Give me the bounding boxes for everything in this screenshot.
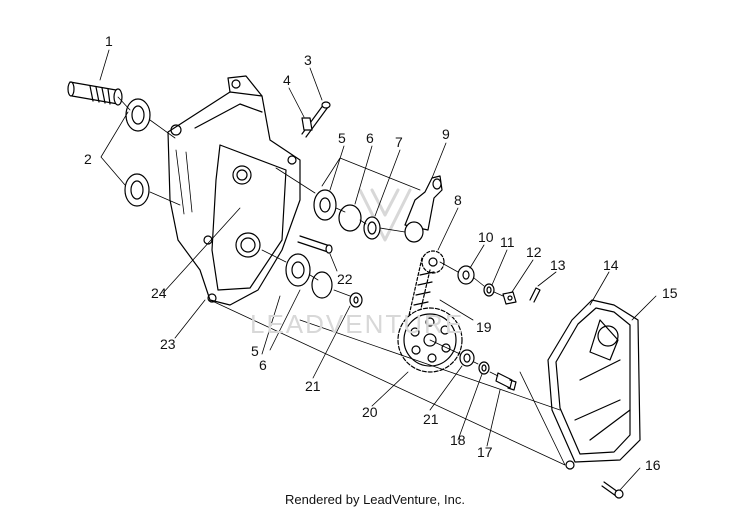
bolt-17-part <box>495 372 517 391</box>
snap-ring-lower <box>311 271 333 299</box>
callout-22: 22 <box>337 271 353 287</box>
washer-small-part <box>483 283 495 297</box>
assembly-lines <box>117 96 566 466</box>
callout-3: 3 <box>304 52 312 68</box>
callout-10: 10 <box>478 229 494 245</box>
tensioner-arm-part <box>404 175 443 243</box>
callout-labels: 1 2 3 4 5 6 7 9 8 10 11 12 13 14 15 16 1… <box>84 33 678 473</box>
small-sprocket-part <box>421 250 445 274</box>
shaft-part <box>67 81 123 106</box>
callout-18: 18 <box>450 432 466 448</box>
cotter-pin-part <box>529 287 541 303</box>
callout-1: 1 <box>105 33 113 49</box>
footer-credit: Rendered by LeadVenture, Inc. <box>285 492 465 507</box>
callout-17: 17 <box>477 444 493 460</box>
callout-12: 12 <box>526 244 542 260</box>
callout-15: 15 <box>662 285 678 301</box>
washer-part <box>457 265 475 285</box>
bearing-lower <box>285 253 311 287</box>
nut-small-part <box>502 291 517 305</box>
callout-16: 16 <box>645 457 661 473</box>
screw-16-part <box>601 481 624 499</box>
snap-ring-upper <box>338 204 362 232</box>
callout-5-b: 5 <box>251 343 259 359</box>
nut-part <box>301 117 313 131</box>
leader-lines <box>99 49 657 491</box>
chaincase-cover-part <box>547 299 641 470</box>
callout-2: 2 <box>84 151 92 167</box>
bearing-upper <box>313 189 337 221</box>
callout-24: 24 <box>151 285 167 301</box>
bolt-part <box>301 101 331 138</box>
callout-4: 4 <box>283 72 291 88</box>
callout-8: 8 <box>454 192 462 208</box>
callout-7: 7 <box>395 134 403 150</box>
seal-lower <box>124 173 150 207</box>
callout-14: 14 <box>603 257 619 273</box>
seal-upper <box>125 98 151 132</box>
callout-21-a: 21 <box>305 378 321 394</box>
watermark-logo <box>358 188 412 242</box>
washer-18-part <box>478 361 490 375</box>
callout-6: 6 <box>366 130 374 146</box>
callout-11: 11 <box>500 234 515 250</box>
callout-9: 9 <box>442 126 450 142</box>
dowel-pin-part <box>297 235 333 254</box>
callout-6-b: 6 <box>259 357 267 373</box>
callout-21-b: 21 <box>423 411 439 427</box>
callout-13: 13 <box>550 257 566 273</box>
callout-23: 23 <box>160 336 176 352</box>
callout-19: 19 <box>476 319 492 335</box>
chaincase-housing <box>167 75 301 306</box>
spacer-part <box>363 216 381 240</box>
washer-21-lower <box>459 349 475 367</box>
washer-21-upper <box>349 292 363 308</box>
callout-5: 5 <box>338 130 346 146</box>
watermark-text: LEADVENTURE <box>250 309 464 339</box>
callout-20: 20 <box>362 404 378 420</box>
